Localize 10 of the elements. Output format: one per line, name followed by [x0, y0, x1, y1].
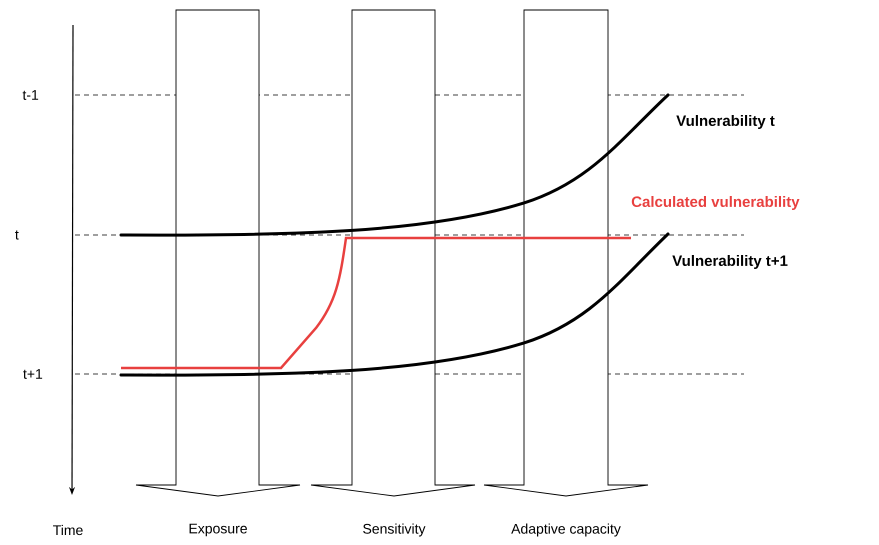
- axis-tick-label: t-1: [22, 90, 38, 100]
- curve-label: Vulnerability t+1: [672, 255, 788, 269]
- curve-label: Calculated vulnerability: [632, 196, 800, 210]
- node-label: Adaptive capacity: [511, 523, 621, 537]
- node-label: Sensitivity: [363, 523, 426, 537]
- node-label: Exposure: [190, 524, 247, 536]
- axis-tick-label: t+1: [23, 369, 42, 379]
- axis-tick-label: t: [15, 230, 19, 240]
- axis-title: Time: [53, 524, 83, 536]
- curve-label: Vulnerability t: [676, 115, 775, 129]
